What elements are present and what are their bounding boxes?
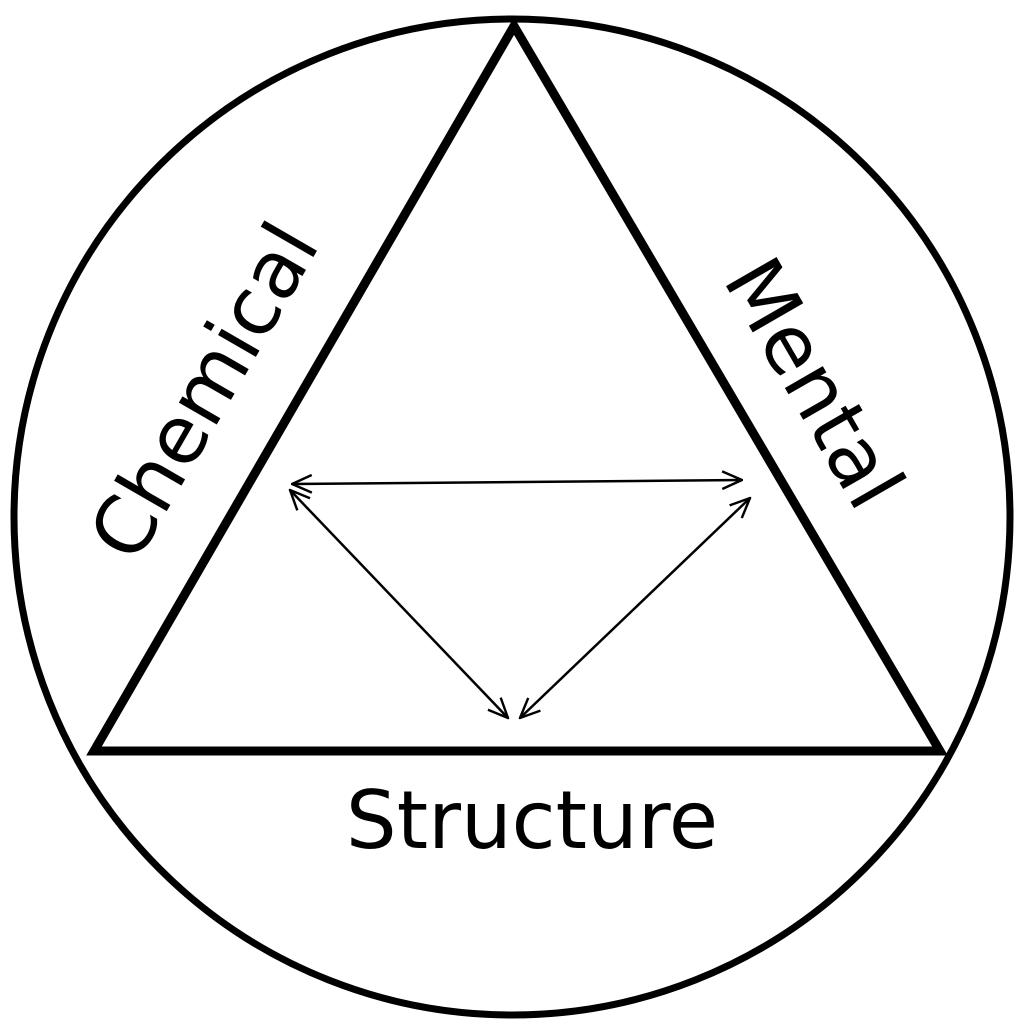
arrow-chemical-structure — [290, 490, 508, 718]
triangle — [86, 17, 948, 756]
label-mental: Mental — [706, 242, 922, 524]
arrow-mental-structure — [520, 498, 750, 718]
outer-circle — [10, 15, 1014, 1019]
label-structure: Structure — [346, 774, 718, 867]
arrow-chemical-mental — [292, 480, 742, 484]
